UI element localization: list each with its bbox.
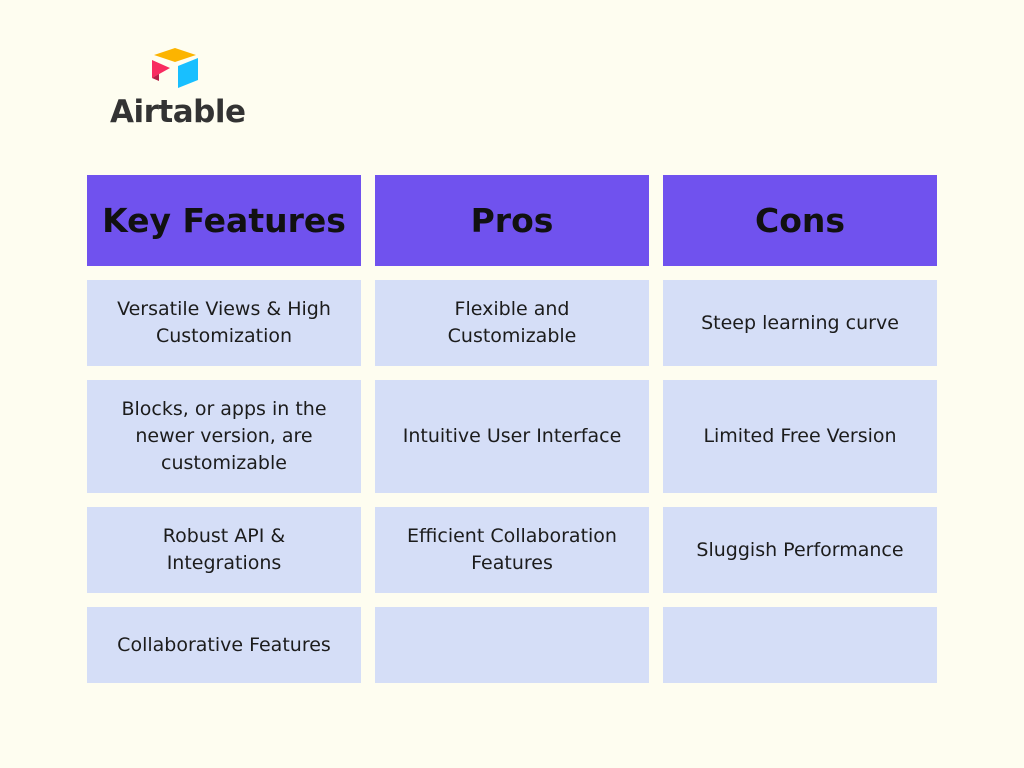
table-cell: Sluggish Performance xyxy=(663,507,937,593)
table-cell: Flexible and Customizable xyxy=(375,280,649,366)
table-cell: Intuitive User Interface xyxy=(375,380,649,493)
table-cell: Blocks, or apps in the newer version, ar… xyxy=(87,380,361,493)
table-cell: Collaborative Features xyxy=(87,607,361,683)
table-cell: Robust API & Integrations xyxy=(87,507,361,593)
comparison-table: Key Features Pros Cons Versatile Views &… xyxy=(87,175,937,683)
table-cell: Versatile Views & High Customization xyxy=(87,280,361,366)
header-cons: Cons xyxy=(663,175,937,266)
table-cell-empty xyxy=(663,607,937,683)
airtable-logo: Airtable xyxy=(110,46,250,136)
table-cell: Limited Free Version xyxy=(663,380,937,493)
table-cell-empty xyxy=(375,607,649,683)
table-cell: Steep learning curve xyxy=(663,280,937,366)
airtable-wordmark: Airtable xyxy=(110,94,246,130)
table-cell: Efficient Collaboration Features xyxy=(375,507,649,593)
header-key-features: Key Features xyxy=(87,175,361,266)
airtable-logo-icon xyxy=(152,48,198,88)
header-pros: Pros xyxy=(375,175,649,266)
